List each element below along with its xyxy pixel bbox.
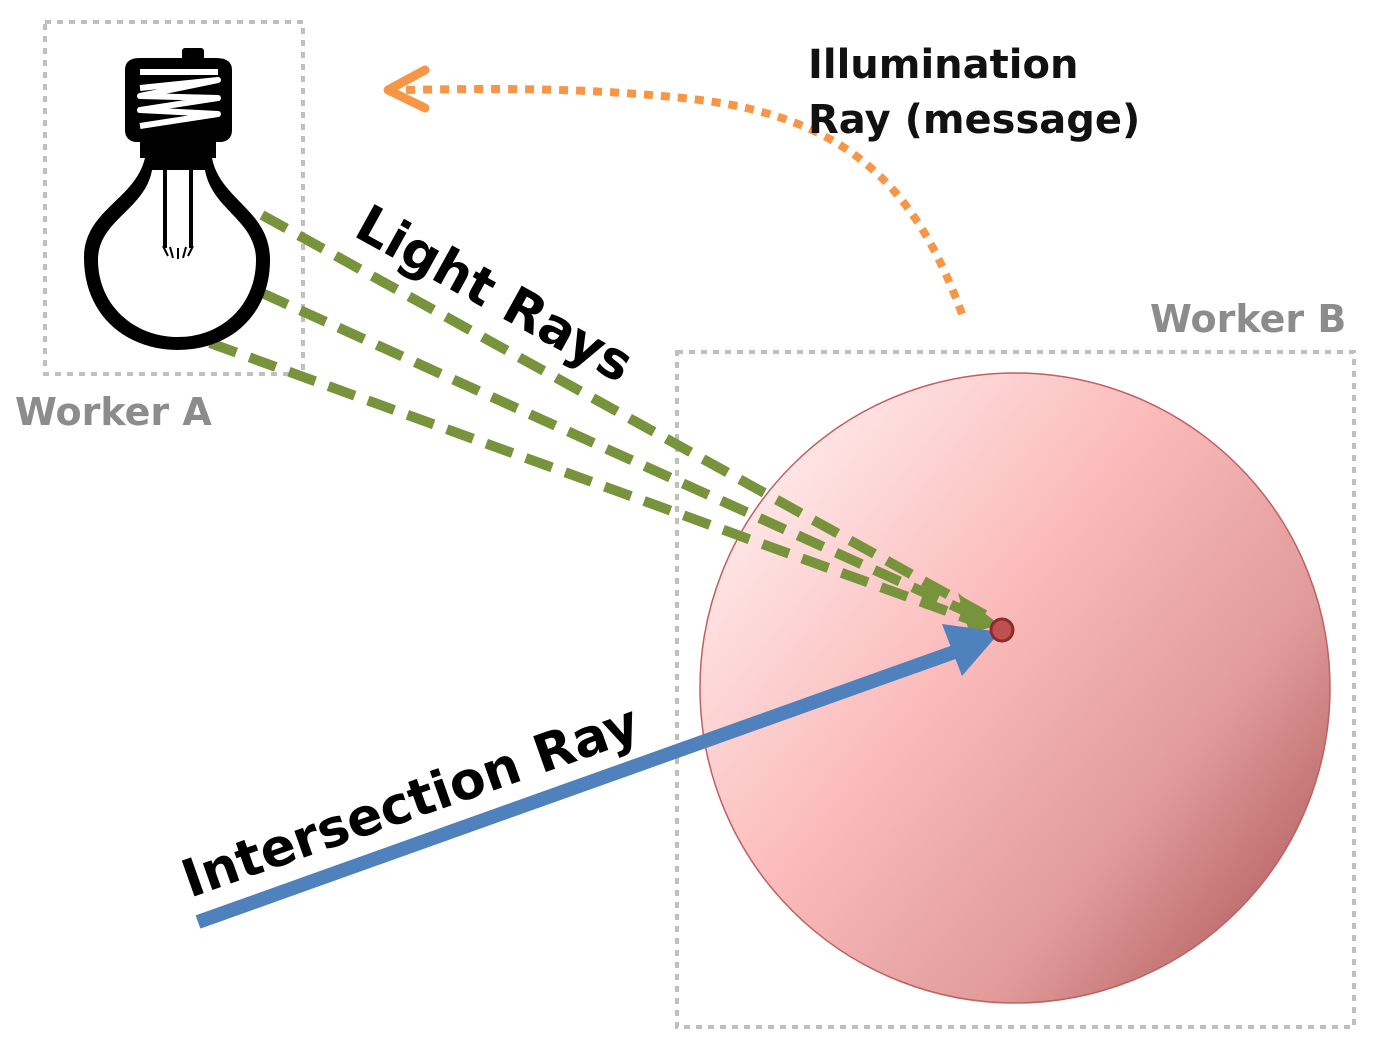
light-rays-label: Light Rays xyxy=(346,194,643,395)
light-ray-2 xyxy=(259,288,988,625)
intersection-ray xyxy=(195,624,1000,929)
light-ray-arrowhead xyxy=(950,593,1000,638)
worker-a-box xyxy=(43,20,305,376)
light-rays xyxy=(208,210,1000,638)
intersection-ray-label: Intersection Ray xyxy=(174,693,647,910)
hit-point xyxy=(989,617,1015,643)
illumination-label-line1: Illumination xyxy=(808,42,1078,88)
worker-b-label: Worker B xyxy=(1150,297,1346,341)
lightbulb-icon xyxy=(84,48,270,350)
worker-a-label: Worker A xyxy=(15,390,212,434)
illumination-label-line2: Ray (message) xyxy=(808,97,1140,143)
worker-b-box xyxy=(675,350,1356,1029)
illumination-ray-arrowhead xyxy=(383,65,430,113)
sphere xyxy=(699,372,1331,1004)
illumination-ray xyxy=(383,65,966,316)
light-ray-3 xyxy=(208,338,987,630)
intersection-ray-arrowhead xyxy=(942,624,1000,676)
light-ray-1 xyxy=(259,210,988,620)
